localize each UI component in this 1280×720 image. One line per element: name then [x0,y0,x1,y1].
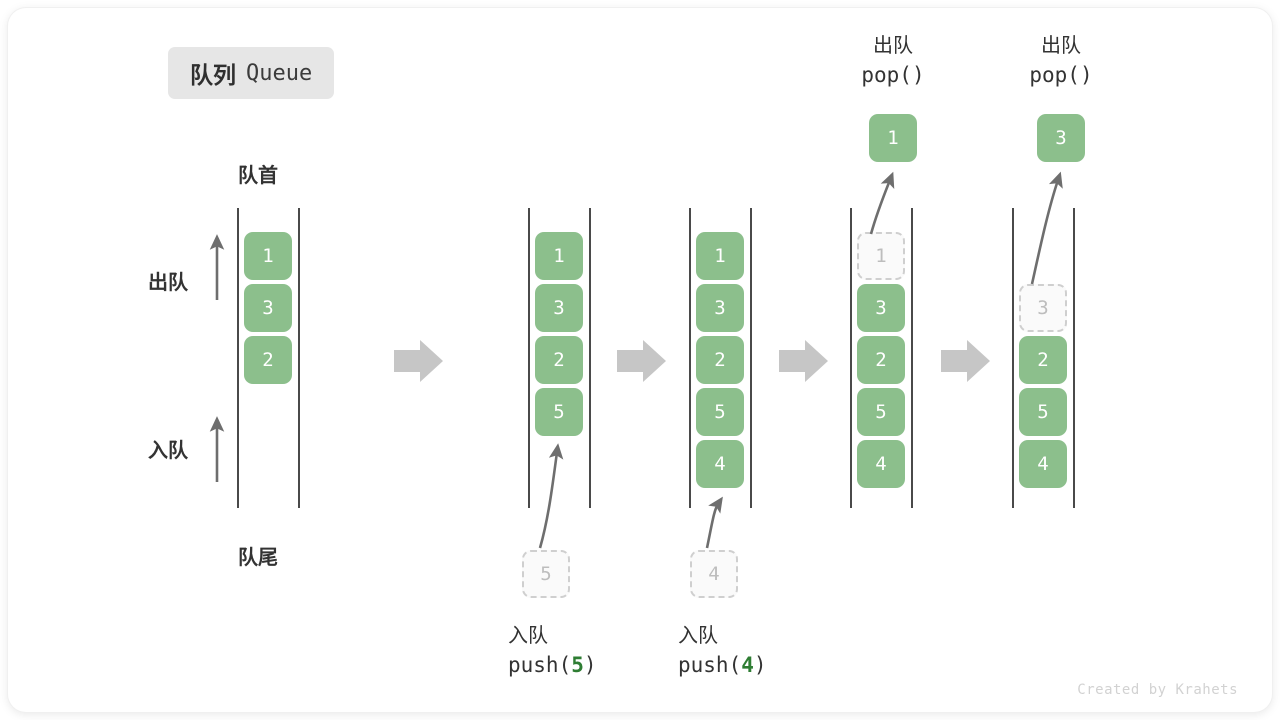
push-arrow-5 [538,443,564,549]
op-label-line2: push(5) [508,650,597,682]
op-arg: 4 [741,653,754,677]
op-func: push( [678,653,742,677]
flow-arrow [779,340,828,382]
ghost-cell: 5 [522,550,570,598]
op-close: ) [753,653,767,677]
queue-cell: 4 [1019,440,1067,488]
pop-arrow-1 [869,171,895,235]
push-arrow-4 [705,496,723,549]
op-close: ) [583,653,597,677]
op-label-line2: push(4) [678,650,767,682]
op-label-line1: 入队 [678,623,718,647]
queue-cell: 4 [857,440,905,488]
popped-cell: 3 [1037,114,1085,162]
queue-cell-new: 4 [696,440,744,488]
op-label-line2: pop() [838,60,948,92]
op-arg: 5 [571,653,584,677]
queue-cell: 1 [696,232,744,280]
queue-cell: 2 [1019,336,1067,384]
queue-cell: 5 [1019,388,1067,436]
title-badge: 队列 Queue [168,47,335,99]
op-func: pop( [861,63,912,87]
title-chinese: 队列 [190,63,236,89]
op-func: pop( [1029,63,1080,87]
rail-left [1012,208,1014,508]
queue-cell: 5 [857,388,905,436]
queue-cell: 2 [696,336,744,384]
op-func: push( [508,653,572,677]
op-label-pop-3: 出队 pop() [1006,30,1116,92]
rail-right [589,208,591,508]
op-label-line2: pop() [1006,60,1116,92]
queue-cell: 3 [696,284,744,332]
op-label-line1: 入队 [508,623,548,647]
label-front: 队首 [238,163,278,187]
op-label-push-4: 入队 push(4) [678,620,767,682]
op-label-line1: 出队 [873,33,913,57]
queue-cell: 1 [535,232,583,280]
queue-cell: 2 [535,336,583,384]
op-close: ) [911,63,925,87]
flow-arrow [617,340,666,382]
label-dequeue: 出队 [148,270,188,294]
rail-right [1073,208,1075,508]
flow-arrow [941,340,990,382]
ghost-cell: 1 [857,232,905,280]
queue-cell: 5 [696,388,744,436]
queue-cell: 3 [535,284,583,332]
rail-right [298,208,300,508]
rail-left [850,208,852,508]
pop-arrow-3 [1030,171,1063,285]
queue-cell: 2 [244,336,292,384]
op-label-push-5: 入队 push(5) [508,620,597,682]
rail-right [750,208,752,508]
flow-arrow [394,340,443,382]
rail-left [237,208,239,508]
op-label-line1: 出队 [1041,33,1081,57]
rail-right [911,208,913,508]
queue-cell: 3 [857,284,905,332]
rail-left [528,208,530,508]
ghost-cell: 4 [690,550,738,598]
op-label-pop-1: 出队 pop() [838,30,948,92]
queue-cell-new: 5 [535,388,583,436]
credit-text: Created by Krahets [1077,682,1238,698]
ghost-cell: 3 [1019,284,1067,332]
queue-cell: 3 [244,284,292,332]
queue-cell: 2 [857,336,905,384]
queue-cell: 1 [244,232,292,280]
popped-cell: 1 [869,114,917,162]
title-english: Queue [246,60,313,86]
label-rear: 队尾 [238,545,278,569]
rail-left [689,208,691,508]
op-close: ) [1079,63,1093,87]
label-enqueue: 入队 [148,438,188,462]
